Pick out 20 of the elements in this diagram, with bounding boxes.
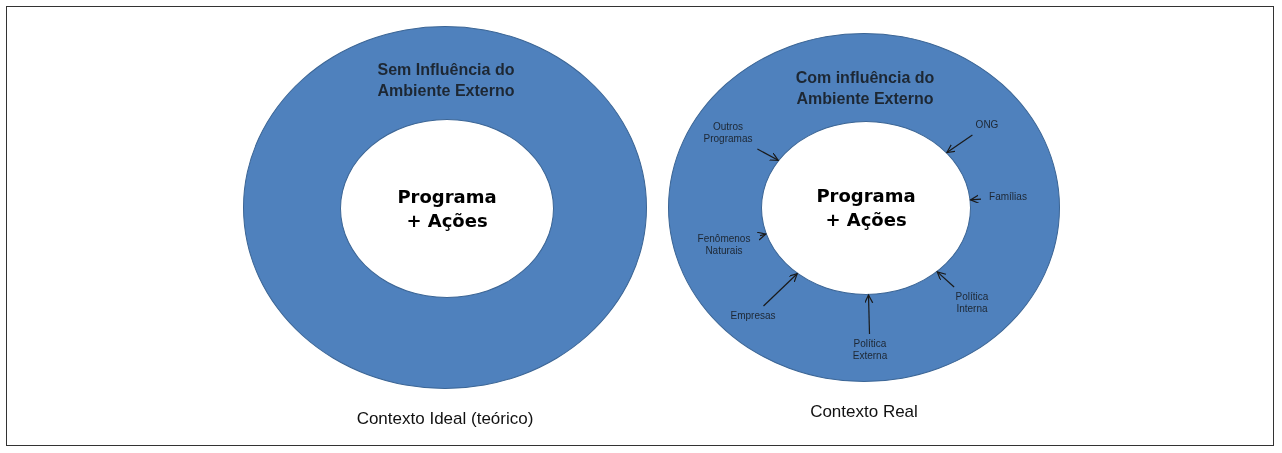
center-label: Programa + Ações (816, 184, 916, 232)
arrow (864, 294, 874, 335)
influence-label: ONG (972, 119, 1002, 131)
ellipse-title: Sem Influência do Ambiente Externo (376, 60, 516, 101)
arrow (756, 148, 779, 161)
influence-label: Famílias (985, 191, 1031, 203)
influence-label: Empresas (726, 310, 780, 322)
influence-label: Fenômenos Naturais (692, 233, 756, 257)
arrow (762, 273, 798, 307)
center-label: Programa + Ações (397, 184, 497, 233)
arrow (756, 231, 767, 241)
influence-label: Política Externa (848, 338, 892, 362)
context-label: Contexto Ideal (teórico) (355, 409, 535, 429)
influence-label: Política Interna (951, 291, 993, 315)
influence-label: Outros Programas (698, 121, 758, 145)
arrow (936, 271, 955, 288)
ellipse-title: Com influência do Ambiente Externo (794, 68, 936, 109)
arrow (969, 194, 982, 204)
arrow (946, 134, 973, 154)
context-label: Contexto Real (809, 402, 919, 422)
